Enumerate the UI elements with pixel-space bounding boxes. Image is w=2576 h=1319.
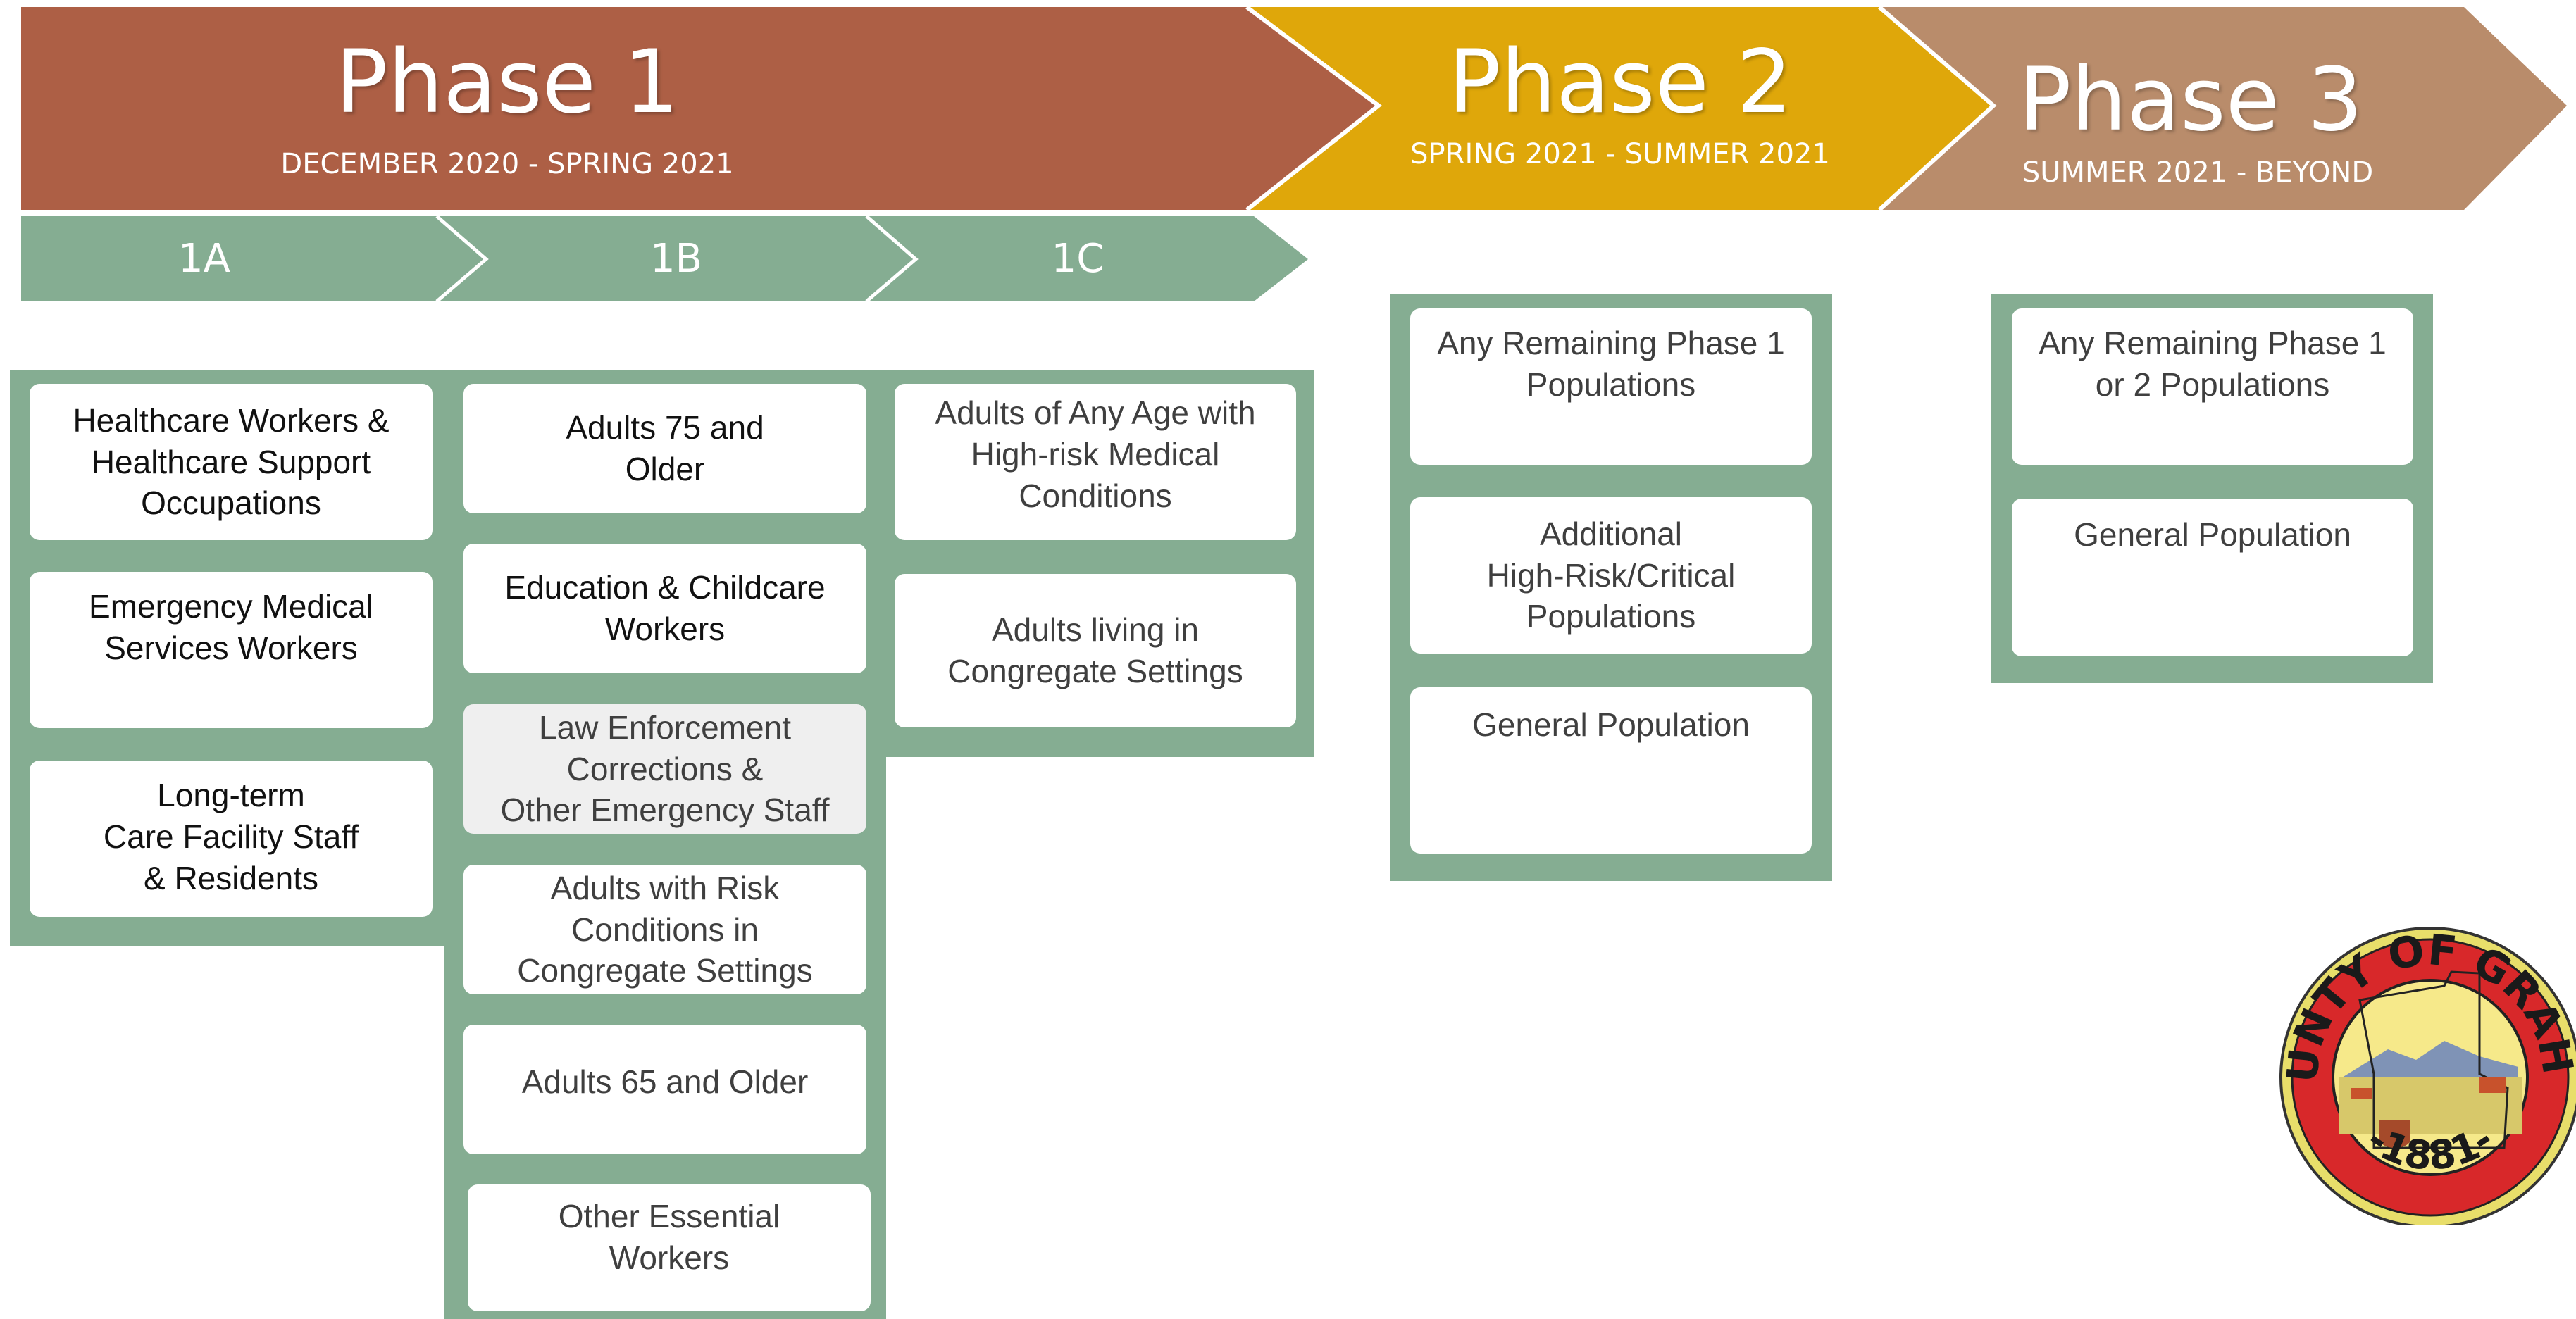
column-1b-panel <box>444 370 886 1319</box>
phase-3-dates: SUMMER 2021 - BEYOND <box>2022 156 2374 189</box>
subphase-1b-arrow <box>437 216 916 301</box>
county-seal-logo: COUNTY OF GRAHAM -1881- <box>2268 915 2576 1225</box>
phase-divider-1 <box>1245 5 1382 212</box>
phase-2-dates: SPRING 2021 - SUMMER 2021 <box>1410 138 1830 170</box>
card-other-essential-workers: Other Essential Workers <box>468 1184 871 1311</box>
card-p3-general-population: General Population <box>2012 499 2413 656</box>
subphase-divider-1 <box>435 215 489 303</box>
card-p2-remaining-phase-1: Any Remaining Phase 1 Populations <box>1410 308 1812 465</box>
card-adults-congregate-settings: Adults living in Congregate Settings <box>895 574 1296 727</box>
card-p3-remaining-phase-1-2: Any Remaining Phase 1 or 2 Populations <box>2012 308 2413 465</box>
subphase-1a-label: 1A <box>178 236 230 282</box>
phase-3-arrow <box>1879 7 2567 210</box>
card-healthcare-workers: Healthcare Workers & Healthcare Support … <box>30 384 433 540</box>
card-law-enforcement: Law Enforcement Corrections & Other Emer… <box>463 704 866 834</box>
card-high-risk-medical: Adults of Any Age with High-risk Medical… <box>895 384 1296 540</box>
subphase-1a-arrow <box>21 216 486 301</box>
phase-3-title: Phase 3 <box>2018 49 2363 151</box>
phase-1-title: Phase 1 <box>335 32 680 133</box>
phase-1-arrow <box>21 7 1379 210</box>
phase-2-title: Phase 2 <box>1448 32 1793 133</box>
subphase-1c-arrow <box>866 216 1308 301</box>
subphase-1c-label: 1C <box>1051 236 1105 282</box>
phase-1-dates: DECEMBER 2020 - SPRING 2021 <box>280 148 734 180</box>
card-long-term-care: Long-term Care Facility Staff & Resident… <box>30 761 433 917</box>
subphase-divider-2 <box>865 215 919 303</box>
card-adults-75-and-older: Adults 75 and Older <box>463 384 866 513</box>
card-adults-risk-congregate: Adults with Risk Conditions in Congregat… <box>463 865 866 994</box>
card-adults-65-and-older: Adults 65 and Older <box>463 1025 866 1154</box>
card-education-childcare: Education & Childcare Workers <box>463 544 866 673</box>
phase-arrows <box>21 5 2567 212</box>
phase-divider-2 <box>1877 5 1997 212</box>
subphase-arrows <box>21 215 1308 303</box>
phase-2-arrow <box>1247 7 1993 210</box>
card-p2-additional-high-risk: Additional High-Risk/Critical Population… <box>1410 497 1812 654</box>
subphase-1b-label: 1B <box>649 236 703 282</box>
card-emergency-medical-services: Emergency Medical Services Workers <box>30 572 433 728</box>
card-p2-general-population: General Population <box>1410 687 1812 854</box>
